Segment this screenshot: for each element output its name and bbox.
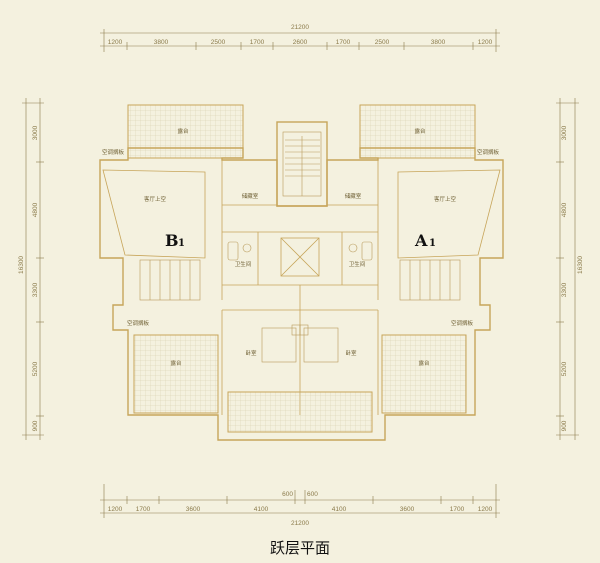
wc-fixtures — [227, 241, 373, 261]
stair-treads — [282, 131, 322, 197]
left-dim-3: 3300 — [32, 282, 39, 297]
unit-letter-left: B — [165, 231, 179, 250]
living-void-right — [397, 169, 501, 259]
balcony-top-left — [127, 104, 244, 159]
label-ac-left-top: 空调搁板 — [102, 148, 125, 156]
building-outline — [99, 104, 504, 441]
label-living-up-right: 客厅上空 — [434, 195, 457, 203]
label-balcony-top-right: 露台 — [414, 127, 426, 135]
unit-marker-right: A 1 — [414, 231, 436, 250]
unit-sub-right: 1 — [429, 238, 436, 249]
left-dim-1: 3000 — [32, 125, 39, 140]
top-dim-8: 3800 — [431, 39, 446, 46]
label-ac-left-bottom: 空调搁板 — [127, 319, 150, 327]
label-storage-right: 储藏室 — [345, 192, 362, 200]
top-dim-1: 1200 — [108, 39, 123, 46]
right-dim-5: 900 — [561, 420, 568, 431]
top-total-label: 21200 — [291, 24, 309, 31]
balcony-top-right — [359, 104, 476, 159]
terrace-left — [133, 334, 219, 414]
plan-title: 跃层平面 — [270, 539, 330, 557]
label-ac-right-bottom: 空调搁板 — [451, 319, 474, 327]
unit-letter-right: A — [414, 231, 428, 250]
top-dim-6: 1700 — [336, 39, 351, 46]
label-bedroom-right: 卧室 — [345, 349, 357, 357]
unit-marker-left: B 1 — [165, 231, 185, 250]
bottom-dimension-chain: 600 600 1200 1700 3600 4100 4100 3600 17… — [100, 484, 500, 527]
label-bedroom-left: 卧室 — [245, 349, 257, 357]
left-dim-5: 900 — [32, 420, 39, 431]
right-dim-4: 5200 — [561, 361, 568, 376]
unit-sub-left: 1 — [178, 238, 185, 249]
right-dim-1: 3000 — [561, 125, 568, 140]
left-dim-2: 4800 — [32, 202, 39, 217]
unit-stairs — [139, 259, 461, 301]
label-terrace-left: 露台 — [170, 359, 182, 367]
bottom-dim-8: 1200 — [478, 506, 493, 513]
bottom-mid-left: 600 — [282, 491, 293, 498]
beds — [261, 324, 339, 363]
label-ac-right-top: 空调搁板 — [477, 148, 500, 156]
label-wc-right: 卫生间 — [349, 260, 366, 268]
bottom-dim-4: 4100 — [254, 506, 269, 513]
bottom-dim-6: 3600 — [400, 506, 415, 513]
bottom-dim-7: 1700 — [450, 506, 465, 513]
right-total-label: 16300 — [577, 256, 584, 274]
label-living-up-left: 客厅上空 — [144, 195, 167, 203]
room-labels: 露台 露台 空调搁板 空调搁板 客厅上空 客厅上空 储藏室 储藏室 卫生间 卫生… — [102, 127, 500, 367]
top-dim-9: 1200 — [478, 39, 493, 46]
top-dimension-chain: 21200 1200 3800 2500 1700 2600 1700 2500… — [100, 24, 500, 52]
top-dim-7: 2500 — [375, 39, 390, 46]
bottom-dim-2: 1700 — [136, 506, 151, 513]
right-dimension-chain: 3000 4800 3300 5200 900 16300 — [556, 98, 584, 440]
terrace-right — [381, 334, 467, 414]
bottom-dim-5: 4100 — [332, 506, 347, 513]
top-dim-3: 2500 — [211, 39, 226, 46]
label-wc-left: 卫生间 — [235, 260, 252, 268]
left-dim-4: 5200 — [32, 361, 39, 376]
top-dim-5: 2600 — [293, 39, 308, 46]
terrace-bottom — [227, 391, 373, 433]
top-dim-4: 1700 — [250, 39, 265, 46]
right-dim-2: 4800 — [561, 202, 568, 217]
living-void-left — [102, 169, 206, 259]
left-dimension-chain: 3000 4800 3300 5200 900 16300 — [18, 98, 44, 440]
label-balcony-top-left: 露台 — [177, 127, 189, 135]
bottom-dim-1: 1200 — [108, 506, 123, 513]
bottom-total-label: 21200 — [291, 520, 309, 527]
right-dim-3: 3300 — [561, 282, 568, 297]
label-terrace-right: 露台 — [418, 359, 430, 367]
top-dim-2: 3800 — [154, 39, 169, 46]
label-storage-left: 储藏室 — [242, 192, 259, 200]
bottom-dim-3: 3600 — [186, 506, 201, 513]
bottom-mid-right: 600 — [307, 491, 318, 498]
left-total-label: 16300 — [18, 256, 25, 274]
